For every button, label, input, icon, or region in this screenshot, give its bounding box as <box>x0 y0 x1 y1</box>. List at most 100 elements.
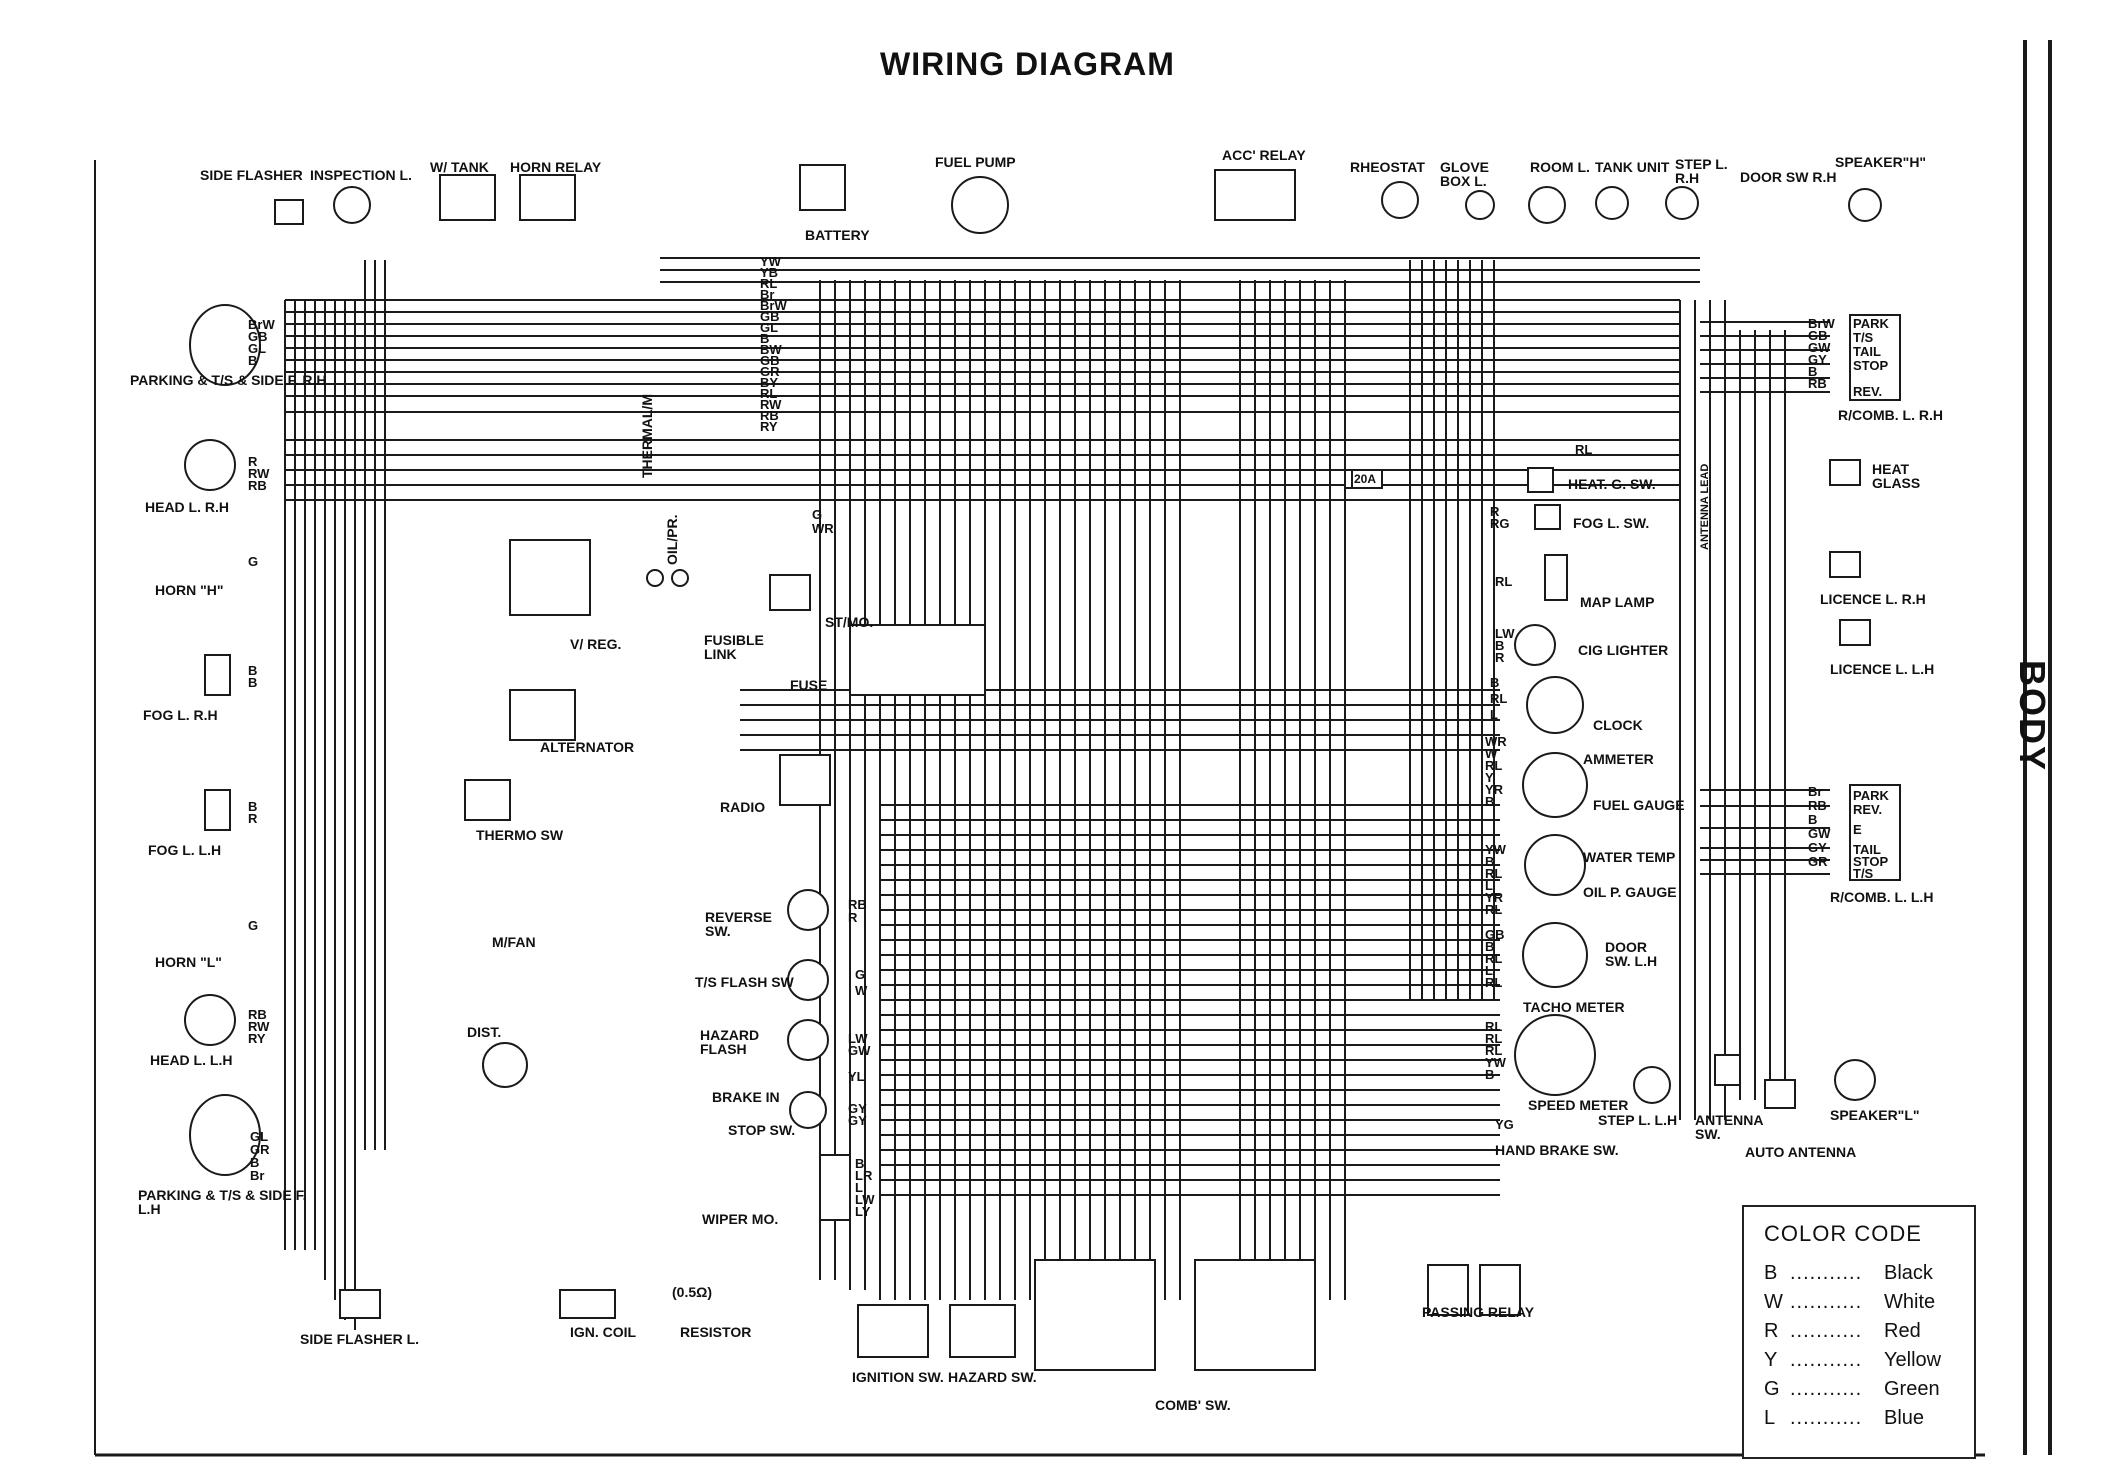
label-w-tank: W/ TANK <box>430 159 489 175</box>
label-acc-relay: ACC' RELAY <box>1222 147 1306 163</box>
label-heat-glass: HEAT GLASS <box>1872 461 1921 491</box>
wire-label: Br <box>760 287 775 302</box>
wire-label: YG <box>1495 1117 1514 1132</box>
wire-label: YW <box>1485 1055 1506 1070</box>
wire-label: B <box>855 1156 865 1171</box>
wire-label: B <box>248 353 258 368</box>
label-heat-g-sw: HEAT. G. SW. <box>1568 476 1656 492</box>
wire-label: GW <box>1808 340 1831 355</box>
wire-label: BY <box>760 375 779 390</box>
wire-label: B <box>248 799 258 814</box>
wire-label: RL <box>1575 442 1593 457</box>
color-code-dots: ........... <box>1790 1291 1863 1313</box>
wire-label: RG <box>1490 516 1510 531</box>
wire-label: GB <box>1808 328 1828 343</box>
color-code-name: White <box>1884 1291 1936 1313</box>
wire-label: BrW <box>248 317 275 332</box>
wire-label: GR <box>250 1142 270 1157</box>
wire-label: WR <box>1485 734 1507 749</box>
wire-label: BrW <box>760 298 787 313</box>
label-lh-tail: TAIL <box>1853 842 1881 857</box>
wire-label: GL <box>250 1129 269 1144</box>
label-antenna-lead: ANTENNA LEAD <box>1699 463 1711 550</box>
wire-label: Br <box>250 1168 265 1183</box>
wire-label: RB <box>1808 376 1827 391</box>
label-lh-park: PARK <box>1853 788 1889 803</box>
label-rh-ts: T/S <box>1853 330 1874 345</box>
label-m-fan: M/FAN <box>492 934 536 950</box>
wire-label: GY <box>1808 352 1827 367</box>
wire-label: YW <box>760 254 781 269</box>
wire-label: Br <box>1808 784 1823 799</box>
wire-label: GL <box>760 320 779 335</box>
label-hand-brake-sw: HAND BRAKE SW. <box>1495 1142 1619 1158</box>
label-horn-relay: HORN RELAY <box>510 159 602 175</box>
label-step-l-rh: STEP L. R.H <box>1675 156 1728 186</box>
wire-label: BW <box>760 342 782 357</box>
label-horn-l: HORN "L" <box>155 954 222 970</box>
wire-label: W <box>1485 746 1498 761</box>
label-parking-lh: PARKING & T/S & SIDE F. L.H <box>138 1187 307 1217</box>
label-alternator: ALTERNATOR <box>540 739 635 755</box>
wire-label: YR <box>1485 782 1504 797</box>
label-cig-lighter: CIG LIGHTER <box>1578 642 1669 658</box>
wire-label: YL <box>848 1069 865 1084</box>
wire-label: R <box>1490 504 1500 519</box>
wire-label: RB <box>248 478 267 493</box>
color-code-name: Yellow <box>1884 1349 1942 1371</box>
label-ign-coil: IGN. COIL <box>570 1324 637 1340</box>
label-room-l: ROOM L. <box>1530 159 1590 175</box>
wire-label: B <box>248 675 258 690</box>
wire-label: YB <box>760 265 779 280</box>
label-fuel-gauge: FUEL GAUGE <box>1593 797 1685 813</box>
wire-label: RB <box>848 897 867 912</box>
label-clock: CLOCK <box>1593 717 1643 733</box>
wire-label: LW <box>855 1192 875 1207</box>
label-radio: RADIO <box>720 799 766 815</box>
label-st-mo: ST/MO. <box>825 614 874 630</box>
wire-label: RL <box>1485 902 1503 917</box>
wire-label: GY <box>1808 840 1827 855</box>
wire-label: RW <box>248 1019 270 1034</box>
wire-label: GW <box>1808 826 1831 841</box>
wire-label: R <box>248 454 258 469</box>
label-head-l-lh: HEAD L. L.H <box>150 1052 233 1068</box>
label-inspection-l: INSPECTION L. <box>310 167 412 183</box>
label-hazard-flash: HAZARD FLASH <box>700 1027 760 1057</box>
label-comb-sw: COMB' SW. <box>1155 1397 1231 1413</box>
wire-label: LY <box>855 1204 871 1219</box>
label-resistor-value: (0.5Ω) <box>672 1284 713 1300</box>
label-rh-stop: STOP <box>1853 358 1889 373</box>
wire-label: RL <box>1485 951 1503 966</box>
wire-label: R <box>848 910 858 925</box>
wire-label: B <box>1808 812 1818 827</box>
label-rheostat: RHEOSTAT <box>1350 159 1425 175</box>
label-licence-rh: LICENCE L. R.H <box>1820 591 1926 607</box>
label-wiper-mo: WIPER MO. <box>702 1211 779 1227</box>
wire-label: GW <box>848 1043 871 1058</box>
color-code-row: R...........Red <box>1764 1320 1964 1343</box>
color-code-abbr: L <box>1764 1407 1776 1429</box>
label-reverse-sw: REVERSE SW. <box>705 909 772 939</box>
wire-label: RL <box>1485 1043 1503 1058</box>
wire-label: GB <box>1485 927 1505 942</box>
wire-label: Y <box>1485 770 1494 785</box>
label-lh-e: E <box>1853 822 1862 837</box>
wire-label: B <box>760 331 770 346</box>
wire-label: YR <box>1485 890 1504 905</box>
wire-label: GR <box>760 364 780 379</box>
wire-label: RL <box>1490 691 1508 706</box>
lower-harness <box>740 689 1500 1196</box>
label-rh-rev: REV. <box>1853 384 1883 399</box>
wire-label: RL <box>760 276 778 291</box>
label-hazard-sw: HAZARD SW. <box>948 1369 1037 1385</box>
wire-label: R <box>1495 650 1505 665</box>
label-door-sw-rh: DOOR SW R.H <box>1740 169 1837 185</box>
color-code-abbr: Y <box>1764 1349 1778 1371</box>
wire-label: W <box>855 983 868 998</box>
color-code-dots: ........... <box>1790 1349 1863 1371</box>
wire-label: GL <box>248 341 267 356</box>
color-code-abbr: W <box>1764 1291 1783 1313</box>
